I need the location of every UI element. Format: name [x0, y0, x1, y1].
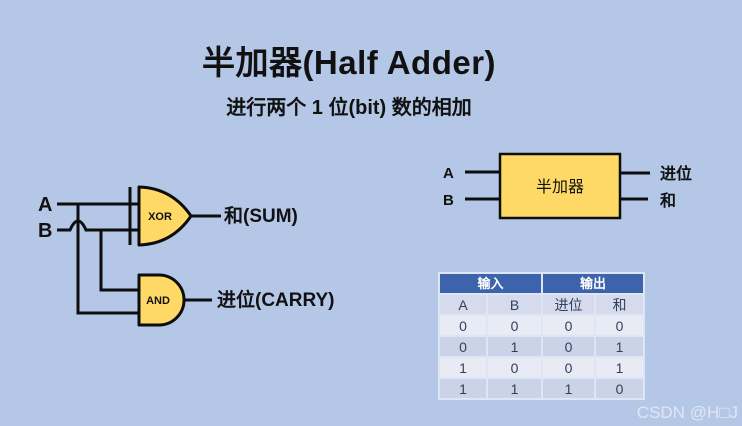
table-cell: 0: [543, 337, 594, 356]
and-gate-label: AND: [146, 295, 170, 307]
carry-output-label: 进位(CARRY): [217, 288, 335, 311]
table-cell: 1: [440, 379, 486, 398]
table-row: 1 0 0 1: [440, 358, 643, 377]
column-header-a: A: [440, 295, 486, 314]
column-header-carry: 进位: [543, 295, 594, 314]
table-cell: 0: [543, 316, 594, 335]
xor-gate-body: [137, 185, 193, 247]
header: 半加器(Half Adder) 进行两个 1 位(bit) 数的相加: [0, 36, 698, 120]
gate-circuit: A B XOR 和(SUM) AND 进位(CARRY): [38, 185, 335, 327]
page-title: 半加器(Half Adder): [201, 44, 497, 81]
table-cell: 1: [440, 358, 486, 377]
table-cell: 0: [596, 379, 643, 398]
table-row: 0 1 0 1: [440, 337, 643, 356]
table-cell: 0: [488, 316, 541, 335]
block-input-a-label: A: [443, 165, 454, 182]
table-column-header-row: A B 进位 和: [440, 295, 643, 314]
column-header-sum: 和: [596, 295, 643, 314]
table-row: 0 0 0 0: [440, 316, 643, 335]
block-input-b-label: B: [443, 192, 454, 209]
table-cell: 1: [488, 379, 541, 398]
watermark: CSDN @H□J: [636, 403, 738, 422]
table-cell: 0: [440, 316, 486, 335]
block-sum-label: 和: [660, 191, 676, 210]
table-cell: 1: [488, 337, 541, 356]
column-header-b: B: [488, 295, 541, 314]
table-cell: 0: [543, 358, 594, 377]
and-gate-body: [137, 273, 186, 327]
xor-gate-label: XOR: [148, 211, 172, 223]
input-a-label: A: [38, 194, 52, 216]
table-group-header-row: 输入 输出: [440, 274, 643, 293]
half-adder-box-label: 半加器: [536, 178, 584, 196]
table-cell: 0: [488, 358, 541, 377]
sum-output-label: 和(SUM): [224, 204, 298, 227]
page-subtitle: 进行两个 1 位(bit) 数的相加: [226, 97, 472, 119]
wire-b-to-xor-with-hop: [57, 219, 139, 232]
output-group-header: 输出: [543, 274, 643, 293]
truth-table: 输入 输出 A B 进位 和 0 0 0 0 0 1 0 1: [438, 272, 645, 400]
wire-b-branch-to-and: [99, 230, 139, 292]
wire-a-branch-to-and: [76, 204, 139, 315]
table-cell: 1: [596, 337, 643, 356]
block-carry-label: 进位: [660, 164, 692, 183]
table-cell: 1: [543, 379, 594, 398]
block-diagram: A B 半加器 进位 和: [443, 152, 692, 220]
input-b-label: B: [38, 220, 52, 242]
table-row: 1 1 1 0: [440, 379, 643, 398]
table-cell: 0: [440, 337, 486, 356]
table-cell: 1: [596, 358, 643, 377]
half-adder-box: [498, 152, 622, 220]
table-cell: 0: [596, 316, 643, 335]
input-group-header: 输入: [440, 274, 541, 293]
